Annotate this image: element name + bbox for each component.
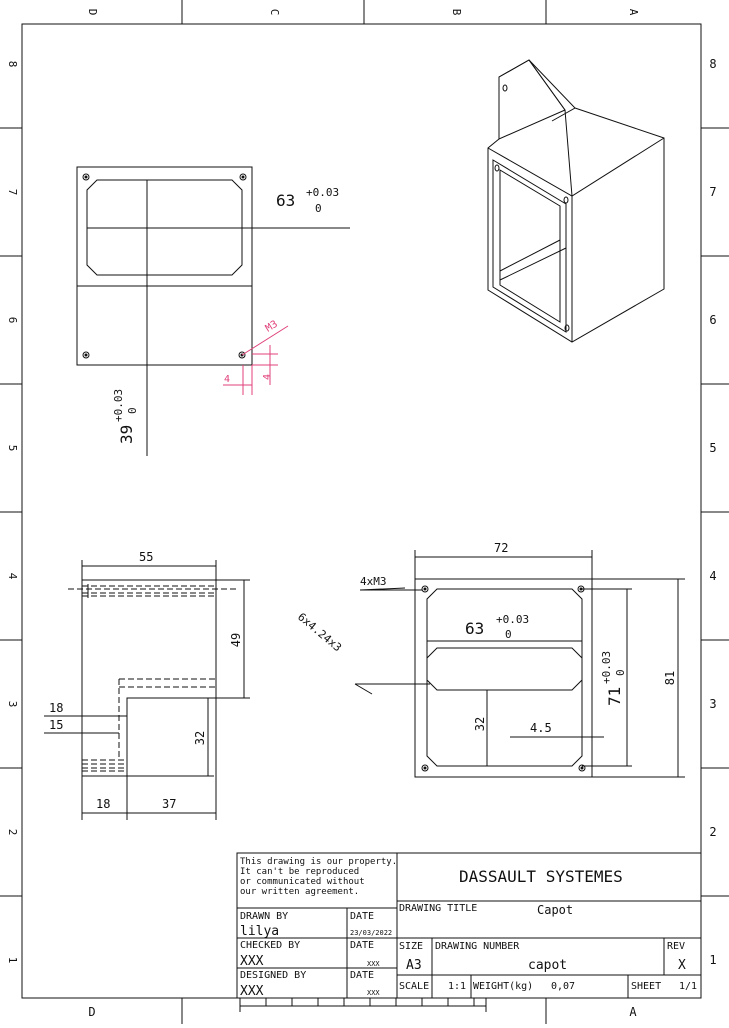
- column-label-bottom: A: [629, 1005, 637, 1019]
- checked-by-label: CHECKED BY: [240, 940, 301, 951]
- row-label-left: 3: [6, 701, 19, 708]
- company-name: DASSAULT SYSTEMES: [459, 867, 623, 886]
- column-label-top: A: [627, 9, 640, 16]
- property-notice-line: It can't be reproduced: [240, 867, 360, 877]
- designed-date-value: XXX: [367, 989, 380, 997]
- rev-label: REV: [667, 941, 686, 952]
- drawn-by-value: lilya: [240, 924, 280, 939]
- designed-by-label: DESIGNED BY: [240, 970, 307, 981]
- front-width-tol-lower: 0: [315, 202, 322, 215]
- back-lower-dim: 32: [473, 717, 487, 731]
- back-inner-width-tol-lower: 0: [505, 628, 512, 641]
- row-label-left: 8: [6, 61, 19, 68]
- front-width-dim: 63: [276, 191, 295, 210]
- checked-date-value: XXX: [367, 960, 380, 968]
- property-notice-line: This drawing is our property.: [240, 857, 398, 867]
- back-inner-width-tol-upper: +0.03: [496, 613, 529, 626]
- column-label-top: D: [86, 9, 99, 16]
- side-step-inner-dim: 15: [49, 718, 63, 732]
- property-notice-line: our written agreement.: [240, 887, 360, 897]
- size-value: A3: [406, 958, 422, 973]
- drawn-date-label: DATE: [350, 911, 375, 922]
- row-label-left: 7: [6, 189, 19, 196]
- front-view: [76, 166, 350, 456]
- hole-offset-y: 4: [262, 374, 273, 380]
- back-holes-note: 4xM3: [360, 575, 387, 588]
- drawing-number-value: capot: [528, 958, 568, 973]
- front-height-tol-upper: +0.03: [112, 389, 125, 422]
- column-label-top: B: [450, 9, 463, 16]
- back-inner-width-dim: 63: [465, 619, 484, 638]
- sheet-label: SHEET: [631, 981, 662, 992]
- row-label-left: 1: [6, 957, 19, 964]
- hole-thread-note: M3: [264, 319, 280, 335]
- row-label-right: 3: [709, 697, 716, 711]
- front-width-tol-upper: +0.03: [306, 186, 339, 199]
- back-slots-note: 6x4.24x3: [295, 610, 344, 654]
- front-height-dim: 39: [117, 425, 136, 444]
- side-step-outer-dim: 18: [49, 701, 63, 715]
- back-inner-height-dim: 71: [605, 687, 624, 706]
- back-edge-dim: 4.5: [530, 721, 552, 735]
- side-bottom-left-dim: 18: [96, 797, 110, 811]
- scale-value: 1:1: [448, 981, 467, 992]
- column-label-top: C: [268, 9, 281, 16]
- row-label-right: 7: [709, 185, 716, 199]
- side-width-dim: 55: [139, 550, 153, 564]
- row-label-right: 2: [709, 825, 716, 839]
- checked-by-value: XXX: [240, 954, 264, 969]
- hole-annotation: [223, 325, 289, 395]
- row-label-right: 4: [709, 569, 716, 583]
- inner-frame: [21, 23, 702, 999]
- row-label-right: 5: [709, 441, 716, 455]
- side-bottom-right-dim: 37: [162, 797, 176, 811]
- weight-label: WEIGHT(kg): [473, 981, 534, 992]
- front-height-tol-lower: 0: [126, 407, 139, 414]
- back-inner-height-tol-lower: 0: [614, 669, 627, 676]
- isometric-view: [487, 59, 665, 343]
- side-lower-height-dim: 32: [193, 731, 207, 745]
- back-width-dim: 72: [494, 541, 508, 555]
- size-label: SIZE: [399, 941, 424, 952]
- row-label-left: 2: [6, 829, 19, 836]
- checked-date-label: DATE: [350, 940, 375, 951]
- column-label-bottom: D: [88, 1005, 95, 1019]
- row-label-left: 4: [6, 573, 19, 580]
- weight-value: 0,07: [551, 981, 576, 992]
- scale-label: SCALE: [399, 981, 430, 992]
- row-label-right: 8: [709, 57, 716, 71]
- drawing-number-label: DRAWING NUMBER: [435, 941, 520, 952]
- row-label-left: 6: [6, 317, 19, 324]
- designed-date-label: DATE: [350, 970, 375, 981]
- drawing-title-label: DRAWING TITLE: [399, 903, 478, 914]
- drawn-date-value: 23/03/2022: [350, 929, 393, 937]
- property-notice-line: or communicated without: [240, 877, 365, 887]
- row-label-right: 1: [709, 953, 716, 967]
- side-height-dim: 49: [229, 633, 243, 647]
- rev-value: X: [678, 958, 686, 973]
- back-view: [354, 550, 685, 778]
- hole-offset-x: 4: [224, 374, 230, 385]
- side-view: [44, 560, 250, 820]
- sheet-value: 1/1: [679, 981, 698, 992]
- designed-by-value: XXX: [240, 984, 264, 999]
- drawn-by-label: DRAWN BY: [240, 911, 289, 922]
- back-height-dim: 81: [663, 671, 677, 685]
- back-inner-height-tol-upper: +0.03: [600, 651, 613, 684]
- title-block: [236, 852, 702, 1012]
- row-label-left: 5: [6, 445, 19, 452]
- drawing-title-value: Capot: [537, 903, 574, 917]
- row-label-right: 6: [709, 313, 716, 327]
